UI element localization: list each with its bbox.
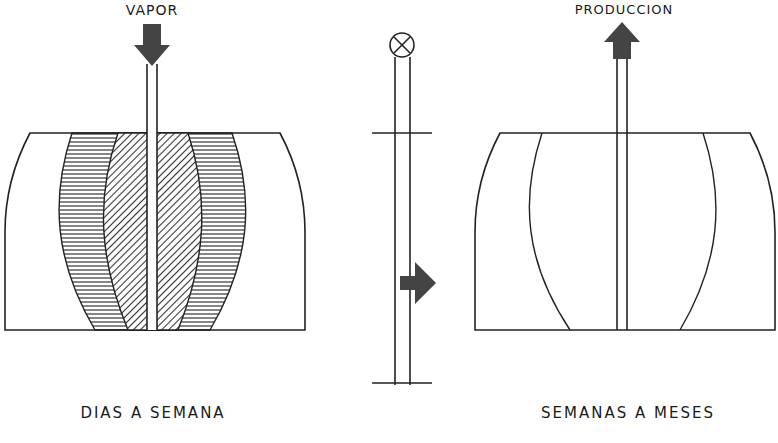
phase-label: PRODUCCION	[575, 2, 674, 17]
duration-caption: DIAS A SEMANA	[80, 404, 225, 422]
production-arrow	[604, 22, 640, 59]
duration-caption: SEMANAS A MESES	[541, 404, 715, 422]
injection-formation	[5, 64, 305, 330]
steam-arrow	[134, 24, 170, 66]
phase-label: VAPOR	[126, 2, 178, 18]
soak-well	[372, 33, 436, 385]
production-formation	[475, 58, 775, 330]
